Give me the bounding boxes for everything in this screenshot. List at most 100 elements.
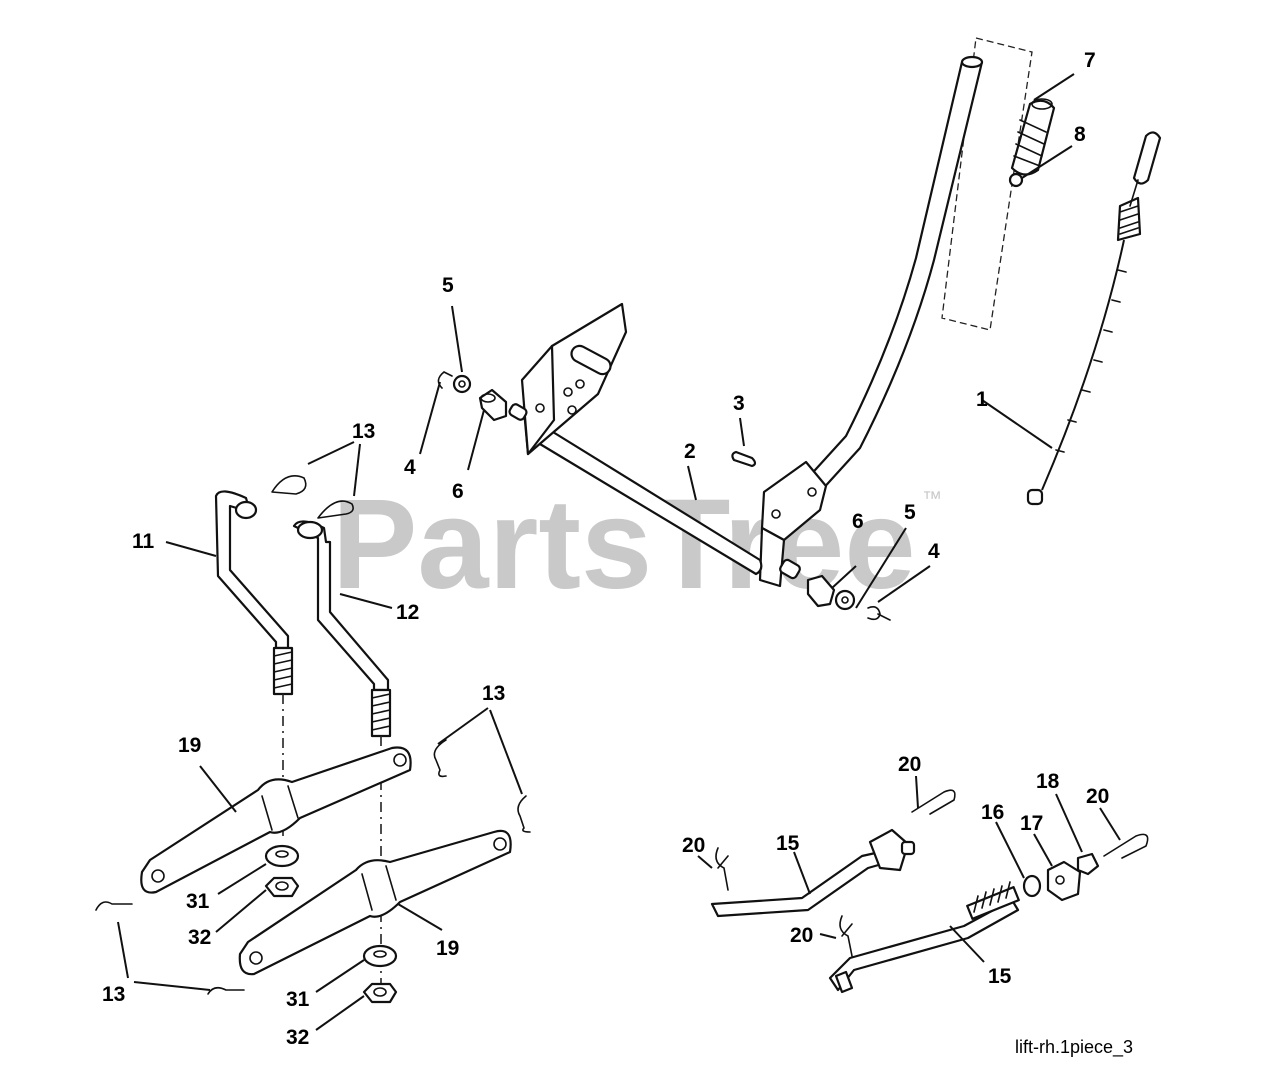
handle-grip-7 <box>1010 99 1056 176</box>
callout-13-left: 13 <box>102 983 125 1006</box>
mounting-plate-side <box>520 344 556 456</box>
callout-13-right: 13 <box>482 682 505 705</box>
rod-thread <box>966 886 1020 920</box>
callout-20-right: 20 <box>1086 785 1109 808</box>
callout-7: 7 <box>1084 49 1096 72</box>
nut-32-upper <box>264 876 300 898</box>
hair-clip-13f <box>207 986 245 995</box>
lift-arm-19-upper <box>140 746 412 894</box>
callout-1: 1 <box>976 388 988 411</box>
callout-15-upper: 15 <box>776 832 800 855</box>
nut-32-lower <box>362 982 398 1004</box>
arm-boss <box>261 785 299 831</box>
thread-lines <box>973 881 1011 913</box>
bracket-hole <box>807 487 817 497</box>
callout-4-left: 4 <box>404 456 416 479</box>
callout-5-right: 5 <box>904 501 916 524</box>
hair-clip-20c <box>839 915 853 957</box>
shaft-bushing-left <box>508 403 528 421</box>
link-end <box>296 520 324 540</box>
diagram-reference: lift-rh.1piece_3 <box>1015 1037 1133 1058</box>
washer-16 <box>1022 874 1042 898</box>
washer-31-lower <box>362 944 398 968</box>
bushing-6-left <box>478 388 508 422</box>
callout-32-lower: 32 <box>286 1026 309 1049</box>
plate-hole <box>563 387 573 397</box>
hair-clip-13d <box>517 795 531 833</box>
callout-13-top: 13 <box>352 420 375 443</box>
grip-outline <box>941 37 1033 331</box>
arm-hole <box>151 869 165 883</box>
plate-hole <box>567 405 577 415</box>
pin-3 <box>731 450 757 468</box>
callout-15-lower: 15 <box>988 965 1012 988</box>
plate-hole <box>575 379 585 389</box>
callout-19-lower: 19 <box>436 937 459 960</box>
knob-8 <box>1008 172 1024 188</box>
block-hole <box>1055 875 1065 885</box>
link-end <box>234 500 258 520</box>
bushing-6-right <box>806 574 836 608</box>
arm-hole <box>393 753 407 767</box>
hair-clip-13c <box>433 739 447 778</box>
cable-end <box>1026 488 1044 506</box>
callout-31-lower: 31 <box>286 988 310 1011</box>
lift-link-12 <box>292 520 390 692</box>
hair-clip-20a <box>715 847 729 891</box>
callout-20-lower: 20 <box>790 924 813 947</box>
callout-6-left: 6 <box>452 480 464 503</box>
bushing-face <box>480 393 496 403</box>
bracket-hole <box>771 509 781 519</box>
callout-32-upper: 32 <box>188 926 211 949</box>
lift-arm-19-lower <box>238 829 512 976</box>
callout-labels: 1 2 3 4 4 5 5 6 6 7 8 11 12 13 13 13 15 … <box>102 49 1109 1049</box>
clip-tail <box>877 613 891 621</box>
nut-hole <box>275 881 289 891</box>
callout-20-top: 20 <box>898 753 921 776</box>
callout-4-right: 4 <box>928 540 940 563</box>
cable-texture <box>1055 269 1127 453</box>
callout-12: 12 <box>396 601 419 624</box>
spring-coils <box>1119 205 1139 235</box>
washer-5-left <box>452 374 472 394</box>
washer-5-right <box>834 589 856 611</box>
hair-clip-13a <box>271 475 307 495</box>
rod-nut <box>900 840 916 856</box>
washer-31-upper <box>264 844 300 868</box>
hair-clip-13b <box>317 500 354 519</box>
washer-hole <box>275 850 289 858</box>
washer-hole <box>841 596 849 604</box>
callout-31-upper: 31 <box>186 890 210 913</box>
callout-18: 18 <box>1036 770 1060 793</box>
callout-17: 17 <box>1020 812 1043 835</box>
callout-8: 8 <box>1074 123 1086 146</box>
cable-handle <box>1132 131 1162 185</box>
grip-ribs <box>1013 119 1047 167</box>
arm-hole <box>493 837 507 851</box>
plate-hole <box>535 403 545 413</box>
rod-bracket <box>868 828 910 872</box>
watermark-trademark: ™ <box>922 488 942 510</box>
callout-6-right: 6 <box>852 510 864 533</box>
thread-lines <box>273 651 293 689</box>
callout-20-left: 20 <box>682 834 705 857</box>
washer-hole <box>373 950 387 958</box>
shaft-end-cap <box>779 558 801 580</box>
nut-18 <box>1076 852 1100 876</box>
handle-tip <box>960 55 984 69</box>
hair-clip-20b <box>911 789 956 815</box>
hair-clip-13e <box>95 901 133 911</box>
grip-top <box>1031 98 1053 110</box>
cable-neck <box>1129 179 1139 207</box>
callout-3: 3 <box>733 392 745 415</box>
thread-lines <box>371 693 391 731</box>
rod-hook <box>834 970 854 994</box>
plate-slot <box>570 344 612 376</box>
arm-boss <box>361 865 397 911</box>
nut-hole <box>373 987 387 997</box>
hair-clip-20d <box>1103 833 1149 859</box>
lift-handle-lever <box>804 56 984 494</box>
cable-wire <box>1041 239 1125 491</box>
retaining-clip-4-left <box>437 371 453 389</box>
